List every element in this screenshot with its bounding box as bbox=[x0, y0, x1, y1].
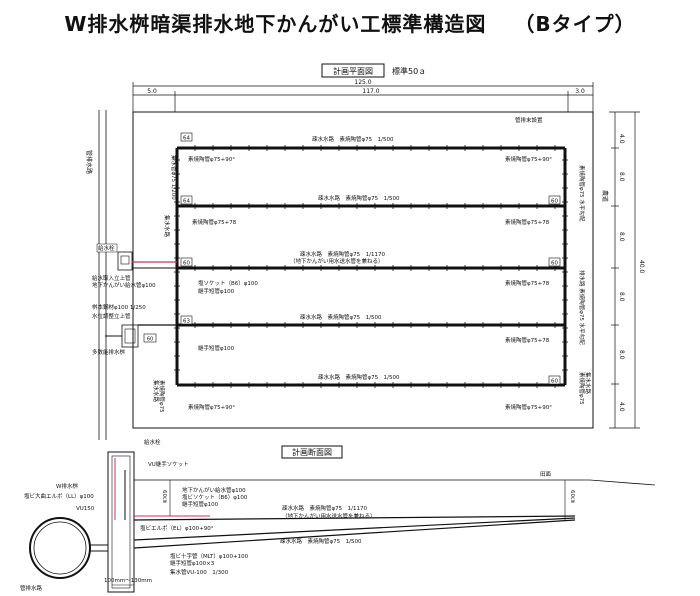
right-dim-total: 40.0 bbox=[638, 260, 645, 274]
section-w-drain bbox=[107, 451, 135, 593]
w-drain-box bbox=[121, 324, 139, 348]
section-header: 計画断面図 bbox=[292, 447, 332, 457]
sec-width: 100mm～130mm bbox=[104, 578, 152, 584]
right-dim-1: 8.0 bbox=[618, 172, 625, 182]
left-road-label: 管排水路 bbox=[85, 150, 93, 174]
left-label-4: 水位調整立上管 bbox=[92, 312, 131, 320]
sec-supply: 給水栓 bbox=[144, 438, 161, 446]
line0-label: 疎水水路 素焼陶管φ75 1/500 bbox=[312, 135, 394, 143]
collector-pipes bbox=[175, 146, 567, 387]
node-boxes: 64 64 60 63 60 60 60 bbox=[180, 132, 561, 385]
section-view: 計画断面図 給水栓 VU継手ソケット W排水桝 塩ビ大曲エルボ（LL）φ100 … bbox=[20, 438, 656, 593]
plan-standard: 標準50ａ bbox=[392, 66, 426, 76]
sec-w-drain: W排水桝 bbox=[56, 482, 78, 490]
section-pipe-1 bbox=[133, 515, 576, 521]
line0-right: 素焼陶管φ75+90° bbox=[505, 155, 552, 163]
section-pipe-2 bbox=[133, 517, 576, 541]
right-dim-0: 4.0 bbox=[618, 134, 625, 144]
line3-label: 疎水水路 素焼陶管φ75 1/500 bbox=[300, 313, 382, 321]
sec-r8: 継手短管φ100×3 bbox=[170, 559, 215, 567]
left-label-5: 多数能排水桝 bbox=[92, 348, 126, 356]
right-dim-5: 4.0 bbox=[618, 402, 625, 412]
line2-left: 塩ソケット（B6）φ100 bbox=[198, 279, 258, 287]
node-top: 64 bbox=[183, 136, 190, 142]
left-label-3: 桝本鋼材φ100 1/250 bbox=[92, 303, 146, 311]
vert-br-0: 素焼陶管φ75 bbox=[578, 372, 586, 405]
sec-depth: 60㎝ bbox=[161, 490, 167, 503]
sec-r10: 集水管VU-100 1/300 bbox=[170, 568, 229, 576]
line1-label: 疎水水路 素焼陶管φ75 1/500 bbox=[318, 194, 400, 202]
vert-bl-0: 集水水路 bbox=[152, 380, 160, 403]
right-dim-2: 8.0 bbox=[618, 232, 625, 242]
left-label-2: 地下かんがい給水管φ100 bbox=[92, 281, 156, 289]
right-dim-3: 8.0 bbox=[618, 292, 625, 302]
supply-box bbox=[117, 251, 133, 271]
line2-left2: 継手短管φ100 bbox=[198, 287, 235, 295]
vert-bl-1: 素焼陶管φ75 bbox=[158, 380, 166, 413]
node-3: 63 bbox=[183, 319, 190, 325]
vert-br-1: 集水水路 bbox=[584, 372, 592, 395]
node-1: 64 bbox=[183, 199, 190, 205]
line2-sub: （地下かんがい用水送水管を兼ねる） bbox=[290, 257, 384, 265]
vert-right-1: 排水路 素焼陶管φ75 水平勾配 bbox=[578, 270, 586, 345]
line2-label: 疎水水路 素焼陶管φ75 1/1170 bbox=[300, 250, 385, 258]
line4-right: 素焼陶管φ75+90° bbox=[505, 403, 552, 411]
pipe-joints bbox=[174, 145, 568, 388]
sec-r5: （地下かんがい用水送水管を兼ねる） bbox=[282, 512, 376, 520]
line4-label: 疎水水路 素焼陶管φ75 1/500 bbox=[318, 373, 400, 381]
sec-depth2: 60㎝ bbox=[569, 490, 575, 503]
end-label: 管排末設置 bbox=[515, 116, 543, 124]
page-title: W排水桝暗渠排水地下かんがい工標準構造図 （Bタイプ） bbox=[0, 8, 700, 37]
node-r1: 60 bbox=[551, 199, 558, 205]
drain-channel-pipe bbox=[29, 517, 91, 579]
dim-left: 5.0 bbox=[147, 88, 157, 95]
left-label-0: 給水栓 bbox=[98, 244, 115, 252]
node-box-w: 60 bbox=[147, 337, 153, 343]
sec-elbow: 塩ビ大曲エルボ（LL）φ100 bbox=[24, 492, 94, 500]
dim-right: 3.0 bbox=[575, 88, 585, 95]
line1-right: 素焼陶管φ75+78 bbox=[505, 218, 550, 226]
sec-r4: 疎水水路 素焼陶管φ75 1/1170 bbox=[282, 504, 367, 512]
node-r2: 60 bbox=[551, 261, 558, 267]
line1-left: 素焼陶管φ75+78 bbox=[192, 218, 237, 226]
node-2: 60 bbox=[183, 261, 190, 267]
line3-right: 素焼陶管φ75+78 bbox=[505, 336, 550, 344]
title-main: W排水桝暗渠排水地下かんがい工標準構造図 bbox=[64, 12, 487, 36]
vert-right-0: 素焼陶管φ75 水平勾配 bbox=[578, 165, 586, 222]
vert-left-0: 集水管φ75 1/200 bbox=[170, 155, 178, 200]
sec-r2: 塩ビソケット（B6）φ100 bbox=[182, 493, 248, 501]
line3-left: 継手短管φ100 bbox=[198, 344, 235, 352]
sec-ground: 田面 bbox=[540, 471, 552, 478]
sec-channel: 管排水路 bbox=[20, 584, 43, 592]
title-type: （Bタイプ） bbox=[514, 12, 636, 36]
node-r4: 60 bbox=[551, 379, 558, 385]
plan-header: 計画平面図 bbox=[333, 66, 373, 76]
sec-vu-socket: VU継手ソケット bbox=[148, 460, 189, 468]
plan-header-box bbox=[321, 63, 385, 78]
dim-total: 125.0 bbox=[354, 79, 371, 86]
line0-left: 素焼陶管φ75+90° bbox=[188, 155, 235, 163]
field-boundary bbox=[132, 111, 594, 429]
sec-r3: 継手短管φ100 bbox=[182, 500, 219, 508]
dim-inner: 117.0 bbox=[362, 88, 379, 95]
line2-right: 素焼陶管φ75+78 bbox=[505, 279, 550, 287]
sec-vu150: VU150 bbox=[76, 506, 95, 512]
road-label: 農道 bbox=[601, 190, 609, 202]
sec-r6: 塩ビエルボ（EL）φ100+90° bbox=[140, 524, 214, 532]
sec-r9: 疎水水路 素焼陶管φ75 1/500 bbox=[280, 537, 362, 545]
section-header-box bbox=[281, 445, 343, 459]
sec-r1: 地下かんがい給水管φ100 bbox=[182, 486, 246, 494]
section-pipe-3 bbox=[133, 519, 576, 549]
right-dim-4: 8.0 bbox=[618, 350, 625, 360]
left-label-1: 給水取入立上管 bbox=[92, 274, 131, 282]
sec-r7: 塩ビ十字管（MLT）φ100+100 bbox=[170, 552, 249, 560]
plan-view: 計画平面図 標準50ａ 125.0 117.0 5.0 3.0 4.0 8.0 … bbox=[85, 63, 645, 440]
vert-left-1: 集水水路 bbox=[163, 215, 171, 238]
line4-left: 素焼陶管φ75+90° bbox=[188, 403, 235, 411]
